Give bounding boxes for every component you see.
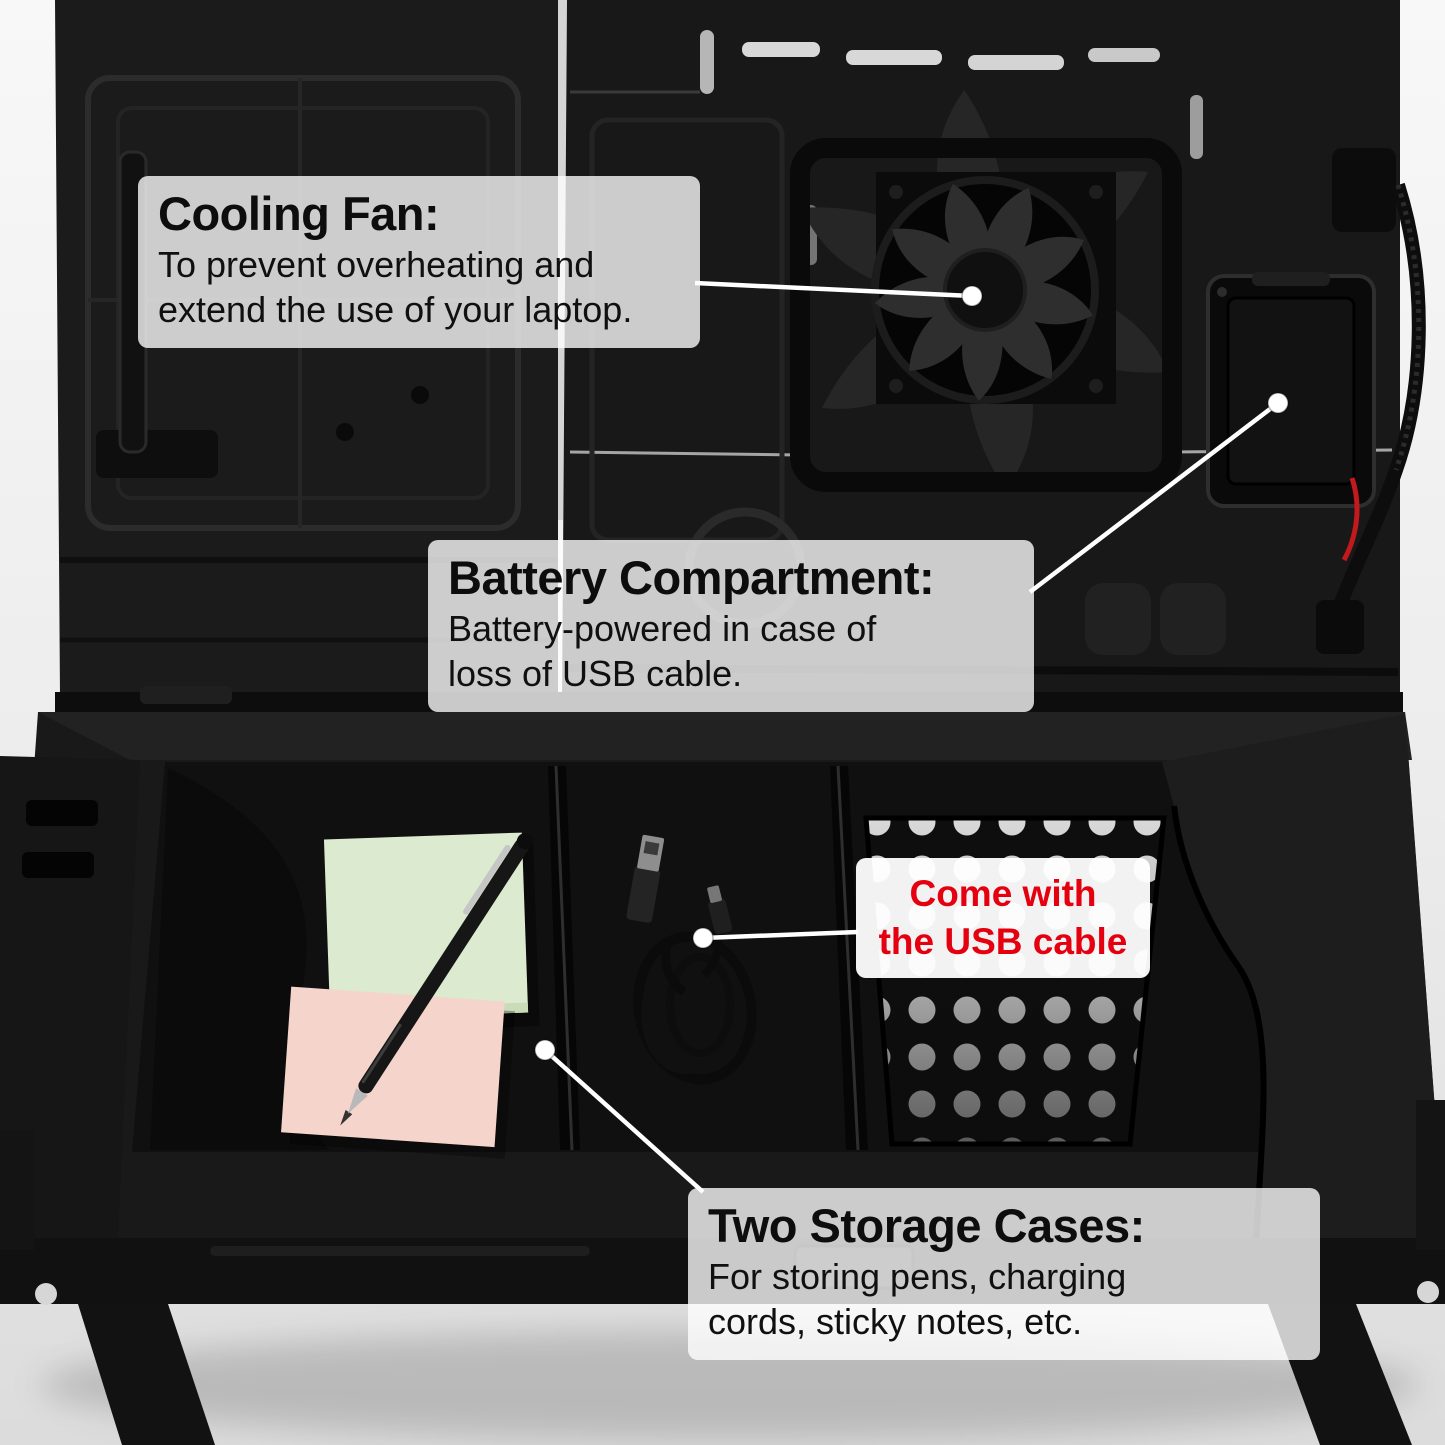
battery-body-line1: Battery-powered in case of: [448, 608, 877, 650]
dot-storage: [534, 1039, 556, 1061]
hinge-latch: [140, 686, 232, 704]
desk-legs: [0, 1100, 1445, 1445]
callout-usb-cable: Come with the USB cable: [856, 858, 1150, 979]
usb-connector-b: [707, 885, 733, 935]
connector-cooling-fan: [694, 280, 973, 299]
dot-usb: [692, 927, 714, 949]
cooling-fan-body-line1: To prevent overheating and: [158, 244, 595, 286]
battery-compartment: [1206, 272, 1376, 508]
usb-label-line2: the USB cable: [878, 921, 1128, 963]
left-handle-recess: [150, 768, 330, 1150]
screw-right: [1417, 1281, 1439, 1303]
cooling-fan: [871, 172, 1116, 404]
dot-battery: [1267, 392, 1289, 414]
gooseneck-lamp: [1316, 148, 1426, 654]
cooling-fan-body-line2: extend the use of your laptop.: [158, 289, 633, 331]
callout-cooling-fan: Cooling Fan: To prevent overheating and …: [138, 176, 700, 349]
connector-storage: [543, 1048, 705, 1194]
usb-cable: [626, 834, 757, 1085]
fan-hub: [943, 248, 1027, 332]
battery-body-line2: loss of USB cable.: [448, 653, 743, 695]
storage-title: Two Storage Cases:: [708, 1199, 1145, 1252]
storage-body-line1: For storing pens, charging: [708, 1256, 1127, 1298]
usb-label-line1: Come with: [909, 873, 1097, 914]
callout-connectors: [543, 280, 1280, 1194]
fan-frame: [790, 138, 1182, 492]
connector-battery: [1028, 401, 1280, 594]
battery-title: Battery Compartment:: [448, 551, 935, 604]
storage-body-line2: cords, sticky notes, etc.: [708, 1301, 1083, 1343]
sticky-note-pink: [281, 986, 516, 1159]
connector-usb: [702, 929, 859, 941]
screw-left: [35, 1283, 57, 1305]
callout-dots: [534, 285, 1289, 1061]
pen-clip: [463, 844, 511, 915]
dot-cooling-fan: [961, 285, 983, 307]
usb-connector-a: [626, 834, 665, 923]
cooling-fan-title: Cooling Fan:: [158, 187, 440, 240]
callout-battery: Battery Compartment: Battery-powered in …: [428, 540, 1034, 713]
lamp-wire-red: [1341, 477, 1360, 562]
right-ledge: [1162, 714, 1445, 1243]
callout-storage: Two Storage Cases: For storing pens, cha…: [688, 1188, 1320, 1361]
pen: [340, 833, 533, 1126]
